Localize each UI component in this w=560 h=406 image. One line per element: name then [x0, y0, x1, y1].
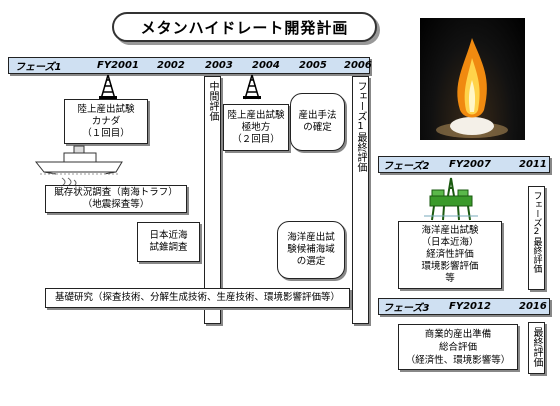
phase2-line2: （日本近海） — [421, 237, 479, 248]
onshore-test-2-line3: （２回目） — [232, 133, 280, 145]
survey-line2: （地震探査等） — [82, 199, 150, 210]
offshore-test-site-selection: 海洋産出試 験候補海域 の選定 — [277, 221, 345, 279]
year-fy2001: FY2001 — [97, 60, 139, 71]
drilling-rig-icon — [99, 74, 117, 100]
offshore-platform-icon — [424, 177, 478, 221]
phase1-bar: フェーズ1 FY2001 2002 2003 2004 2005 2006 — [8, 57, 372, 74]
onshore-test-2-line2: 極地方 — [241, 121, 271, 133]
phase2-end: 2011 — [519, 159, 547, 170]
onshore-test-1-line1: 陸上産出試験 — [77, 103, 135, 115]
phase2-line5: 等 — [445, 273, 455, 284]
final-evaluation-label: 最終評価 — [528, 322, 545, 374]
onshore-test-2-line1: 陸上産出試験 — [227, 109, 285, 121]
phase2-line4: 環境影響評価 — [421, 261, 479, 272]
offshore-select-line3: の選定 — [296, 256, 326, 267]
phase2-label: フェーズ2 — [383, 161, 430, 172]
phase3-commercial-production-prep: 商業的産出準備 総合評価 （経済性、環境影響等） — [398, 324, 518, 370]
phase3-bar: フェーズ3 FY2012 2016 — [378, 298, 550, 315]
phase3-line1: 商業的産出準備 — [424, 328, 492, 340]
drilling-rig-icon-2 — [243, 74, 261, 100]
year-2006: 2006 — [344, 60, 372, 71]
phase3-start: FY2012 — [449, 301, 491, 312]
diagram-title: メタンハイドレート開発計画 — [112, 12, 377, 42]
phase3-line3: （経済性、環境影響等） — [405, 354, 511, 366]
onshore-test-1-line2: カナダ — [91, 115, 121, 127]
japan-offshore-drilling-survey: 日本近海 試錐調査 — [137, 222, 200, 262]
offshore-select-line1: 海洋産出試 — [287, 232, 335, 243]
phase1-final-evaluation-label: フェーズ1最終評価 — [352, 76, 369, 324]
method-line2: の確定 — [303, 122, 332, 133]
japan-sea-line2: 試錐調査 — [149, 242, 188, 253]
occurrence-survey-nankai-trough: 賦存状況調査（南海トラフ） （地震探査等） — [45, 185, 187, 213]
survey-line1: 賦存状況調査（南海トラフ） — [54, 187, 178, 198]
methane-flame-photo — [420, 18, 525, 140]
phase2-bar: フェーズ2 FY2007 2011 — [378, 156, 550, 173]
offshore-select-line2: 験候補海域 — [287, 244, 335, 255]
flame-icon — [436, 38, 508, 138]
phase3-end: 2016 — [519, 301, 547, 312]
phase2-final-evaluation-label: フェーズ2最終評価 — [528, 186, 545, 290]
phase1-label: フェーズ1 — [15, 62, 62, 73]
method-line1: 産出手法 — [298, 110, 337, 121]
phase2-offshore-production-test: 海洋産出試験 （日本近海） 経済性評価 環境影響評価 等 — [398, 221, 502, 289]
phase3-line2: 総合評価 — [438, 341, 477, 353]
phase2-start: FY2007 — [449, 159, 491, 170]
phase2-line3: 経済性評価 — [426, 249, 474, 260]
year-2004: 2004 — [252, 60, 280, 71]
year-2005: 2005 — [299, 60, 327, 71]
phase3-label: フェーズ3 — [383, 303, 430, 314]
mid-evaluation-label: 中間評価 — [204, 76, 221, 324]
basic-research: 基礎研究（探査技術、分解生成技術、生産技術、環境影響評価等） — [45, 288, 350, 308]
onshore-production-test-2: 陸上産出試験 極地方 （２回目） — [223, 104, 289, 151]
production-method-determination: 産出手法 の確定 — [290, 93, 345, 151]
year-2003: 2003 — [205, 60, 233, 71]
phase2-line1: 海洋産出試験 — [421, 225, 479, 236]
onshore-test-1-line3: （１回目） — [82, 127, 130, 139]
year-2002: 2002 — [157, 60, 185, 71]
onshore-production-test-1: 陸上産出試験 カナダ （１回目） — [64, 99, 148, 144]
japan-sea-line1: 日本近海 — [149, 230, 188, 241]
survey-ship-icon — [34, 145, 123, 187]
